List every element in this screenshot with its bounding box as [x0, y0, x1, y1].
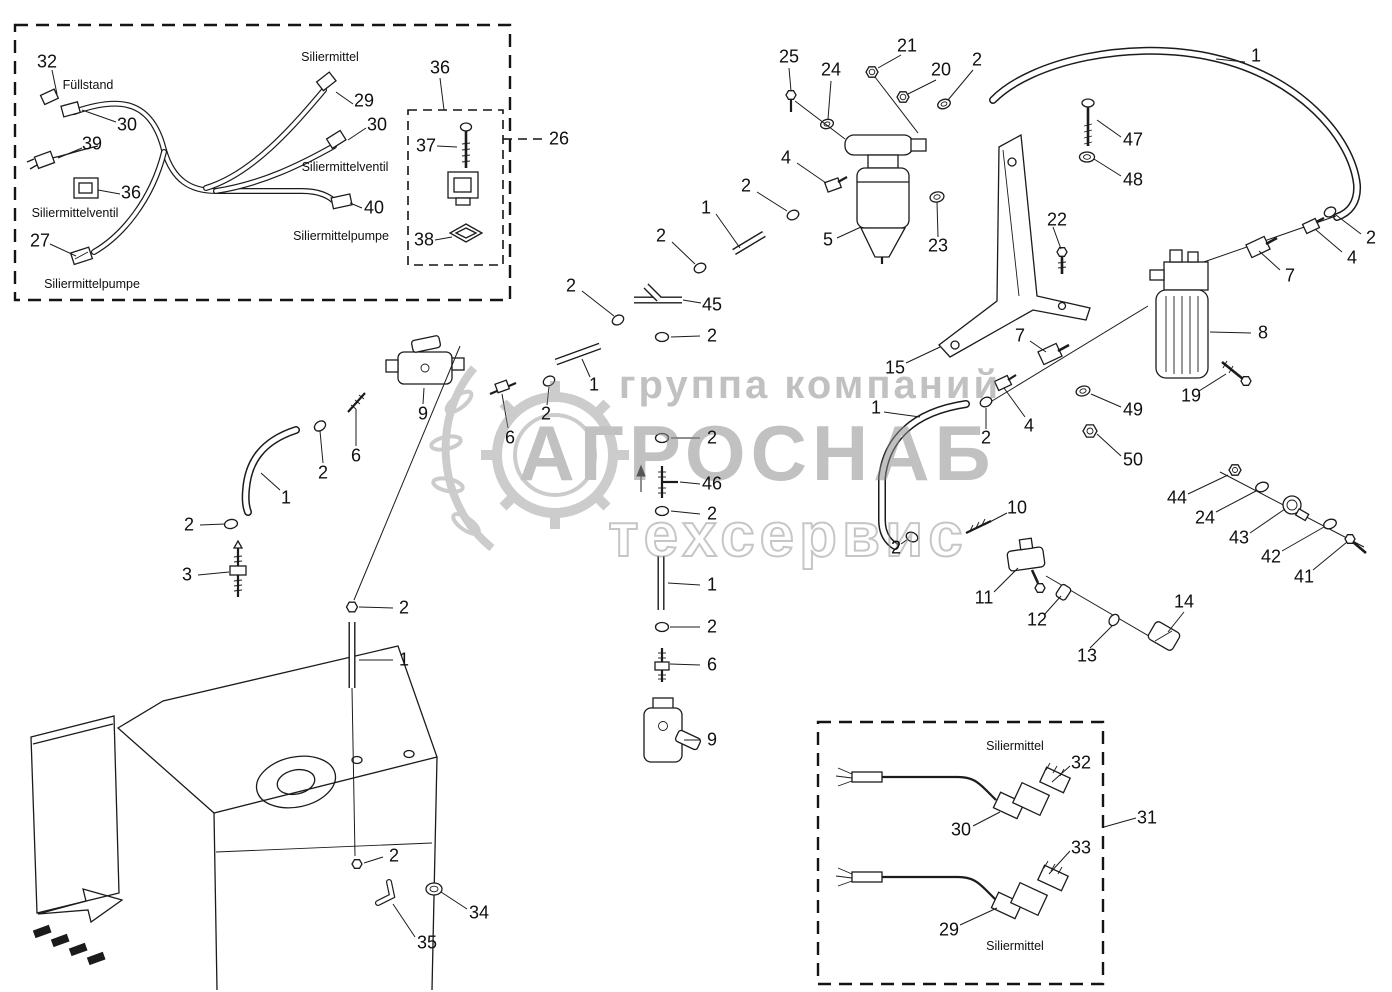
ring-2 — [654, 505, 670, 517]
ball-valve-9 — [385, 335, 465, 385]
cable-assembly-29 — [835, 860, 1070, 920]
filler-cap — [255, 755, 337, 809]
ring-2 — [654, 331, 670, 343]
inner-inset-border — [407, 109, 504, 266]
connector-30-right — [325, 129, 347, 150]
connector-30-left — [60, 101, 82, 118]
up-arrow-icon — [636, 464, 646, 477]
filter-8-cluster — [979, 206, 1337, 438]
nut-50 — [1082, 424, 1098, 438]
valve-11 — [1006, 537, 1046, 593]
nut-44 — [1228, 464, 1242, 476]
fitting-6 — [489, 379, 517, 396]
screw-22 — [1056, 247, 1068, 274]
ring-2 — [542, 375, 556, 387]
ring-2 — [693, 262, 707, 274]
center-stack — [634, 283, 702, 763]
ring-2 — [223, 518, 239, 530]
ring-13 — [1108, 613, 1120, 627]
screw-41 — [1344, 534, 1367, 554]
ring-2 — [654, 621, 670, 633]
mid-hose-and-distributor — [878, 400, 1181, 651]
connector-33 — [1036, 864, 1070, 892]
inset-border — [816, 720, 1105, 986]
filter-8 — [1149, 249, 1209, 379]
fastener-row-top — [785, 66, 951, 140]
fitting-4 — [1301, 217, 1325, 235]
screw-47-washer-48 — [1078, 98, 1096, 163]
washer-24 — [1255, 481, 1269, 493]
fitting-7 — [1245, 235, 1278, 259]
connector-32 — [39, 88, 60, 106]
fitting-6 — [654, 648, 670, 682]
nut-21 — [865, 66, 879, 78]
elbow-35 — [375, 879, 396, 906]
pump-connector-40 — [330, 193, 353, 210]
arrow-icon — [37, 888, 124, 924]
fitting-4 — [823, 176, 848, 193]
watermark-emblem — [429, 365, 629, 552]
valve-36 — [73, 177, 99, 199]
mounting-bracket-15 — [938, 133, 1091, 358]
direction-arrow — [32, 888, 124, 966]
bolt-25 — [785, 90, 797, 100]
filter-assembly-5 — [693, 134, 945, 274]
fitting-3 — [229, 539, 247, 597]
inset-border — [13, 23, 512, 302]
sleeve-12 — [1055, 583, 1072, 601]
ring-23 — [929, 191, 945, 203]
solenoid-36 — [447, 171, 479, 206]
cable-assembly-30 — [835, 762, 1072, 820]
ring-2 — [937, 98, 951, 110]
fastener-row-44-41 — [1219, 464, 1367, 554]
ring-2 — [786, 209, 800, 221]
screw-19 — [1221, 360, 1252, 386]
ring-2 — [905, 531, 919, 543]
connector-29 — [315, 71, 337, 92]
plate-38 — [448, 223, 484, 243]
tee-46 — [636, 464, 678, 498]
ring-2 — [654, 432, 670, 444]
ring-2 — [1323, 206, 1337, 218]
inset-bottom-right — [816, 720, 1137, 986]
connector-14 — [1147, 621, 1181, 651]
ring-2 — [611, 314, 625, 326]
washer-42 — [1323, 518, 1337, 530]
sensor-wire — [51, 145, 99, 159]
valve-chain-left — [223, 314, 625, 601]
fitting-10 — [965, 518, 992, 534]
pump-connector-27 — [69, 246, 94, 266]
fitting-6 — [347, 392, 366, 413]
watermark-line-2: АГРОСНАБ — [518, 409, 995, 497]
tank-left-panel — [30, 715, 120, 914]
inset-top-left — [13, 23, 544, 302]
clamp-43 — [1282, 495, 1310, 522]
screw-37 — [459, 122, 473, 168]
leader-lines-inset-tl — [49, 69, 544, 257]
connector-30 — [1011, 781, 1051, 817]
washer-49 — [1075, 385, 1091, 397]
nut-2 — [345, 601, 359, 613]
ring-2 — [313, 420, 327, 432]
fitting-4 — [993, 374, 1017, 392]
washer-34 — [425, 882, 443, 896]
tank-drawing — [30, 601, 443, 991]
washer-24 — [819, 118, 835, 130]
ring-2 — [979, 396, 993, 408]
main-hose-1 — [989, 46, 1362, 221]
plug-39 — [26, 150, 56, 170]
ball-valve-9 — [643, 697, 702, 763]
leader-lines-main — [197, 54, 1362, 938]
nut-2 — [351, 859, 363, 869]
tank-top-face — [116, 645, 438, 814]
fitting-7 — [1037, 342, 1070, 366]
leader-lines-inset-br — [959, 765, 1137, 926]
watermark-line-1: группа компаний — [619, 363, 1001, 407]
nut-20 — [896, 91, 910, 103]
tee-45 — [634, 283, 682, 304]
connector-29 — [990, 891, 1024, 920]
